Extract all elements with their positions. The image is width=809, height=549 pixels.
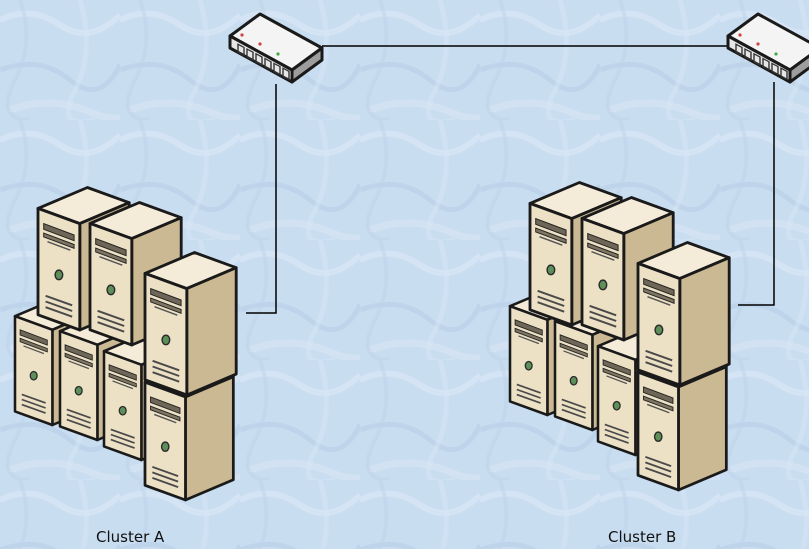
network-links: [246, 45, 775, 314]
server-tower-icon: [636, 241, 731, 387]
cluster-b-label: Cluster B: [608, 528, 677, 546]
link-switch-a-to-cluster-a: [246, 84, 277, 314]
cluster-a-label: Cluster A: [96, 528, 165, 546]
server-tower-icon: [143, 251, 238, 397]
link-switch-b-to-cluster-b: [738, 82, 775, 306]
